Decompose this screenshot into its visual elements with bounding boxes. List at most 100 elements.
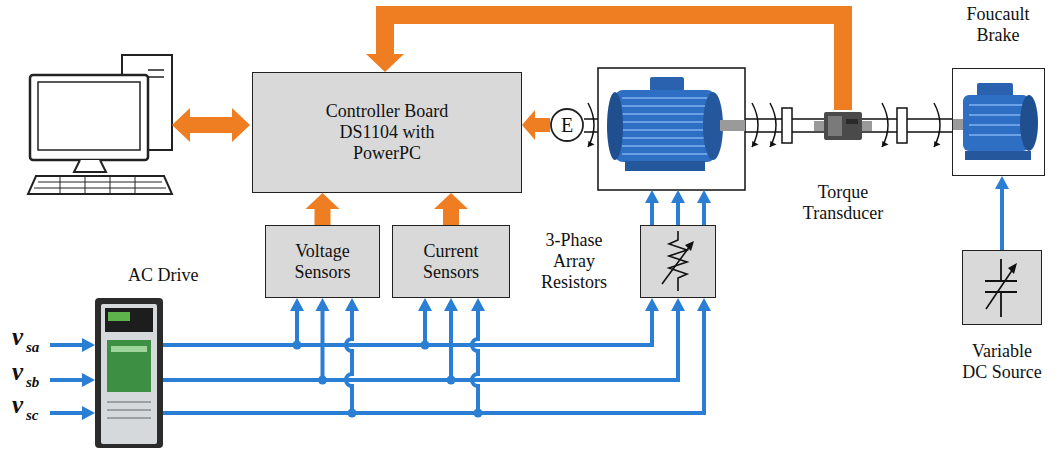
three-phase-wiring-part xyxy=(471,298,485,311)
arrowhead xyxy=(306,193,340,209)
double-arrow xyxy=(172,108,250,142)
ac-drive-picture-part-part xyxy=(111,346,147,352)
motor-feed-arrows xyxy=(645,190,711,225)
motor-illustration-part xyxy=(720,120,745,131)
arrowhead xyxy=(434,193,468,209)
ac-drive-picture-part-part xyxy=(95,298,163,448)
sensor-box: Current Sensors xyxy=(392,225,510,298)
three-phase-wiring-part xyxy=(348,409,357,418)
three-phase-wiring-part xyxy=(290,298,304,311)
shaft-part xyxy=(782,108,792,143)
three-phase-wiring-part xyxy=(645,298,659,311)
motor-illustration-part xyxy=(598,68,745,190)
controller-board: Controller Board DS1104 with PowerPC xyxy=(252,72,522,193)
variable-source-symbol-part-part xyxy=(1008,263,1017,274)
variable-source-symbol-part-part xyxy=(986,269,1013,309)
ac-drive-picture-part xyxy=(95,298,163,448)
shaft-part xyxy=(897,108,907,143)
transducer-picture-part xyxy=(814,110,872,142)
computer-illustration-part xyxy=(148,70,164,77)
brake-picture-part xyxy=(953,69,1043,174)
motor-illustration xyxy=(598,68,745,190)
ac-drive-picture-part-part xyxy=(101,304,157,444)
input-arrows-part xyxy=(82,373,95,387)
rotation-arrow-part xyxy=(752,141,759,147)
signal-name: sc xyxy=(26,408,39,423)
three-phase-wiring-part xyxy=(297,311,425,345)
shaft xyxy=(584,108,952,143)
connector-line xyxy=(163,311,451,381)
computer-illustration-part xyxy=(30,75,148,160)
input-arrows xyxy=(50,338,95,420)
motor-illustration-part xyxy=(622,98,708,154)
brake-picture-part-part xyxy=(977,83,1013,97)
foucault-brake: Foucault Brake xyxy=(948,4,1048,176)
brake-picture-part-part xyxy=(1020,95,1038,151)
arrowhead xyxy=(366,54,404,72)
three-phase-wiring-part xyxy=(163,311,704,413)
rotation-arrow-part xyxy=(752,103,758,147)
drive-label: AC Drive xyxy=(90,265,215,286)
brake-picture-part-part xyxy=(963,95,1029,151)
three-phase-wiring-part xyxy=(421,341,430,350)
connector-line xyxy=(535,118,551,132)
transducer-picture-part-part xyxy=(846,119,858,124)
signal-name: v xyxy=(12,392,23,417)
resistor-symbol-part-part xyxy=(685,241,694,251)
connector-line xyxy=(315,209,331,226)
motor-illustration-part xyxy=(650,77,684,91)
signal-name: v xyxy=(12,359,23,384)
transducer-picture xyxy=(814,110,872,142)
rotation-arrow xyxy=(588,103,941,147)
motor-feed-arrows-part xyxy=(697,190,711,203)
connector-line xyxy=(443,209,459,226)
variable-source-symbol xyxy=(962,250,1042,325)
input-arrows-part xyxy=(50,345,83,413)
brake-picture-part-part xyxy=(965,151,1031,160)
encoder-outline-part-part xyxy=(551,109,583,141)
ac-drive-picture-part-part xyxy=(107,340,151,392)
motor-illustration-part xyxy=(607,92,623,160)
ac-drive: AC Drive xyxy=(90,265,215,448)
signal-name: sb xyxy=(26,375,39,390)
connector-line xyxy=(163,311,678,381)
resistor-label: 3-Phase Array Resistors xyxy=(528,230,620,292)
encoder-circle: E xyxy=(550,108,584,142)
transducer-picture-part-part xyxy=(814,121,824,131)
connector xyxy=(995,176,1009,250)
connector xyxy=(306,193,340,225)
rotation-arrow-part xyxy=(770,103,776,147)
arrowhead xyxy=(444,298,458,311)
motor-feed-arrows-part xyxy=(671,190,685,203)
ac-drive-picture-part-part xyxy=(105,308,153,332)
transducer-picture-part-part xyxy=(862,121,872,131)
arrowhead xyxy=(316,298,330,311)
arrowhead xyxy=(671,298,685,311)
computer-illustration-part xyxy=(74,160,106,172)
transducer-picture-part-part xyxy=(828,116,842,136)
connector xyxy=(434,193,468,225)
brake-picture xyxy=(952,68,1045,176)
variable-source-symbol-part xyxy=(963,251,1040,323)
motor-illustration-part xyxy=(615,90,715,162)
rotation-arrow-part xyxy=(588,103,594,147)
signal-name: sa xyxy=(26,340,39,355)
arrowhead xyxy=(995,176,1009,189)
three-phase-wiring-part xyxy=(418,298,432,311)
three-phase-wiring-part xyxy=(474,409,483,418)
rotation-arrow-part xyxy=(934,141,941,147)
connector xyxy=(163,298,330,380)
resistor-bank: 3-Phase Array Resistors xyxy=(528,225,716,298)
transducer-picture-part-part xyxy=(824,112,862,140)
three-phase-wiring-part xyxy=(345,298,359,311)
arrowhead xyxy=(522,110,535,140)
connector xyxy=(522,110,550,140)
motor-feed-arrows-part xyxy=(645,190,659,203)
brake-heading: Foucault Brake xyxy=(958,4,1038,45)
signal-name: v xyxy=(12,324,23,349)
rotation-arrow-part xyxy=(588,141,595,147)
rotation-arrow-part xyxy=(882,141,889,147)
three-phase-wiring xyxy=(163,298,711,418)
rotation-arrow-part xyxy=(770,141,777,147)
